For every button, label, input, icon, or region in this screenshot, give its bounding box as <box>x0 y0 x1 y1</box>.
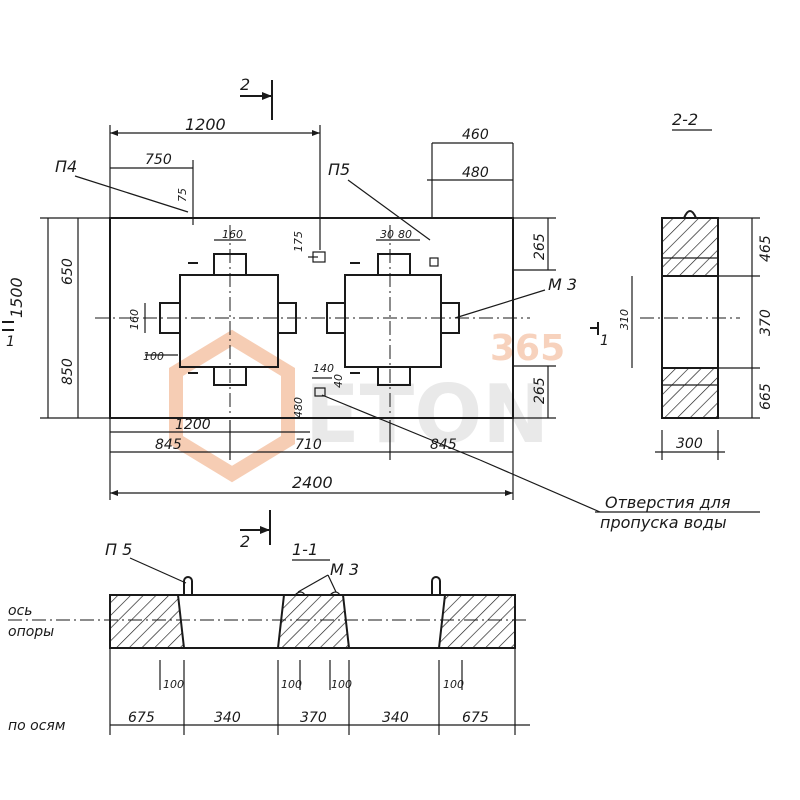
label-p5: П5 <box>328 160 350 179</box>
dim-hole-480: 480 <box>292 397 305 418</box>
dim-1-1-675-left: 675 <box>128 710 155 726</box>
dim-top-75: 75 <box>176 188 189 202</box>
dim-1-1-100-3: 100 <box>331 678 352 691</box>
section-mark-1-left: 1 <box>6 334 15 350</box>
label-p4: П4 <box>55 157 77 176</box>
dim-left-1500: 1500 <box>7 277 26 318</box>
lifting-loop-icon <box>683 210 697 219</box>
label-po-osyam: по осям <box>8 718 66 734</box>
plan-view: 2 1200 750 75 П4 П5 175 160 30 80 460 <box>2 75 760 551</box>
embedded-loop-left-icon <box>183 576 193 595</box>
section-2-2: 2-2 465 370 665 310 1 300 <box>590 110 774 460</box>
left-opening <box>159 253 297 386</box>
dim-1-1-100-2: 100 <box>281 678 302 691</box>
dim-top-460: 460 <box>462 127 489 143</box>
water-hole-plan <box>314 387 326 397</box>
dim-bot-2400: 2400 <box>292 473 333 492</box>
section-1-1-block-left <box>109 594 186 649</box>
dim-1-1-370: 370 <box>300 710 327 726</box>
watermark-hexagon-icon <box>169 329 295 483</box>
dim-bot-710: 710 <box>295 437 322 453</box>
section-1-1: 1-1 П 5 М 3 ось опоры 100 100 100 100 <box>8 540 530 735</box>
dim-1-1-100-4: 100 <box>443 678 464 691</box>
dim-2-2-300: 300 <box>676 436 703 452</box>
watermark-brand: ETON <box>305 368 549 461</box>
label-m3-section: М 3 <box>330 560 359 579</box>
dim-left-850: 850 <box>60 358 76 385</box>
dim-1-1-100-1: 100 <box>163 678 184 691</box>
label-p5-section: П 5 <box>105 540 132 559</box>
dim-bot-1200: 1200 <box>175 417 211 433</box>
dim-top-480: 480 <box>462 165 489 181</box>
dim-160-top: 160 <box>222 228 243 241</box>
dim-80: 80 <box>398 228 412 241</box>
dim-2-2-370: 370 <box>758 309 774 336</box>
dim-2-2-310: 310 <box>618 309 631 330</box>
section-2-2-bottom-hatch <box>661 367 719 419</box>
section-1-1-block-middle <box>276 594 351 649</box>
dim-1-1-675-right: 675 <box>462 710 489 726</box>
right-opening <box>326 253 460 386</box>
dim-2-2-465: 465 <box>758 235 774 262</box>
watermark-number: 365 <box>490 328 565 369</box>
dim-bot-845-right: 845 <box>430 437 457 453</box>
dim-hole-140: 140 <box>313 362 334 375</box>
dim-left-160: 160 <box>128 309 141 330</box>
section-2-2-title: 2-2 <box>672 110 698 129</box>
dim-hole-40: 40 <box>332 374 345 388</box>
section-mark-2-bottom: 2 <box>240 532 250 551</box>
section-1-1-block-right <box>437 594 516 649</box>
section-2-2-middle <box>661 275 719 369</box>
section-2-2-top-hatch <box>661 217 719 277</box>
label-axis-line2: опоры <box>8 624 54 640</box>
dim-left-650: 650 <box>60 258 76 285</box>
label-m3-plan: М 3 <box>548 275 577 294</box>
label-axis-line1: ось <box>8 603 33 619</box>
section-mark-2-top: 2 <box>240 75 250 94</box>
dim-left-100: 100 <box>143 350 164 363</box>
embedded-loop-right-icon <box>431 576 441 595</box>
dim-right-265-bot: 265 <box>532 377 548 404</box>
dim-2-2-665: 665 <box>758 383 774 410</box>
label-water-holes-line2: пропуска воды <box>600 513 727 532</box>
dim-30: 30 <box>380 228 394 241</box>
dim-1-1-340-left: 340 <box>214 710 241 726</box>
label-water-holes-line1: Отверстия для <box>605 493 731 512</box>
section-mark-1-right: 1 <box>600 333 609 349</box>
dim-1-1-340-right: 340 <box>382 710 409 726</box>
dim-175: 175 <box>292 231 305 252</box>
dim-top-1200: 1200 <box>185 115 226 134</box>
section-1-1-title: 1-1 <box>292 540 318 559</box>
dim-bot-845-left: 845 <box>155 437 182 453</box>
dim-top-750: 750 <box>145 152 172 168</box>
watermark: ETON 365 <box>169 328 565 483</box>
dim-right-265-top: 265 <box>532 233 548 260</box>
